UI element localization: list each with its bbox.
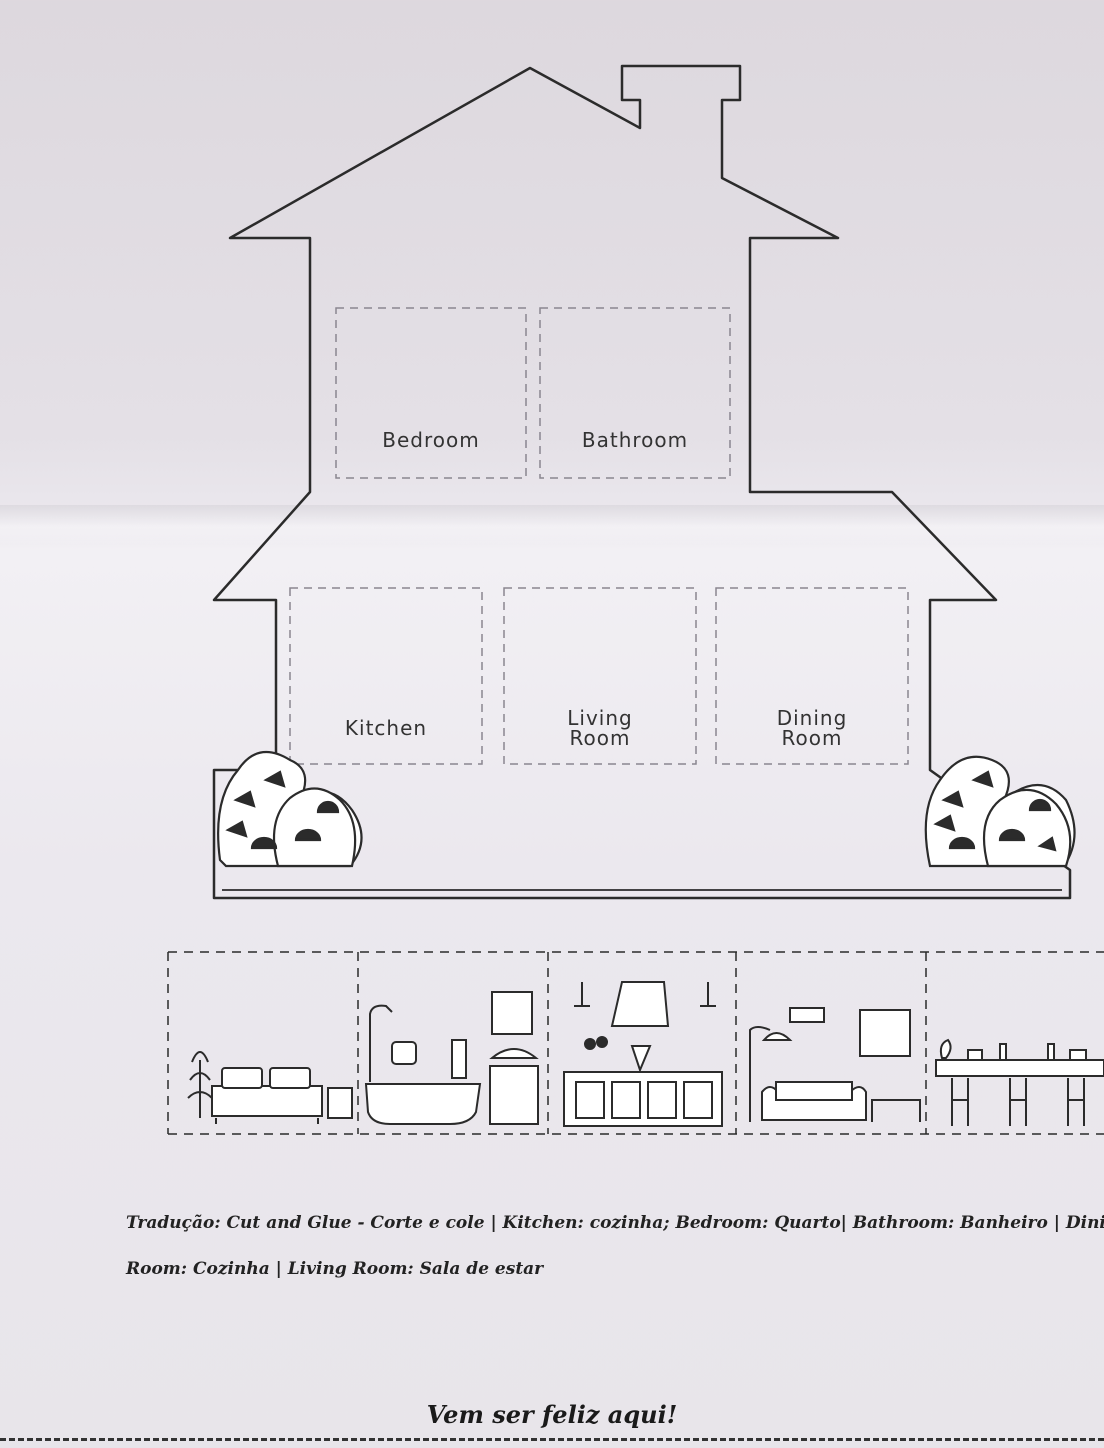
bed-icon (187, 1051, 353, 1124)
room-label-living-room: Living Room (567, 706, 633, 750)
kitchen-frame (289, 587, 483, 765)
room-label-bedroom: Bedroom (382, 428, 480, 452)
room-label-kitchen: Kitchen (344, 716, 428, 740)
bedroom-frame (335, 307, 527, 479)
bottom-cut-line (0, 1438, 1104, 1441)
house-outline (212, 64, 1072, 900)
paper-fold (0, 505, 1104, 545)
bathtub-icon (364, 991, 539, 1125)
bush-left-icon (217, 750, 363, 868)
dining-room-frame (715, 587, 909, 765)
kitchen-counter-icon (563, 981, 723, 1127)
room-label-dining-room: Dining Room (776, 706, 848, 750)
caption-line-1: Tradução: Cut and Glue - Corte e cole | … (126, 1213, 1104, 1233)
bar-counter-icon (935, 1038, 1104, 1126)
caption-line-2: Room: Cozinha | Living Room: Sala de est… (126, 1259, 544, 1279)
room-label-bathroom: Bathroom (581, 428, 689, 452)
living-room-frame (503, 587, 697, 765)
translation-caption: Tradução: Cut and Glue - Corte e cole | … (126, 1200, 1104, 1292)
bathroom-frame (539, 307, 731, 479)
sofa-icon (749, 1007, 921, 1122)
bush-right-icon (924, 755, 1076, 868)
slogan-text: Vem ser feliz aqui! (426, 1400, 678, 1429)
cutout-strip-frame (167, 951, 1104, 1135)
